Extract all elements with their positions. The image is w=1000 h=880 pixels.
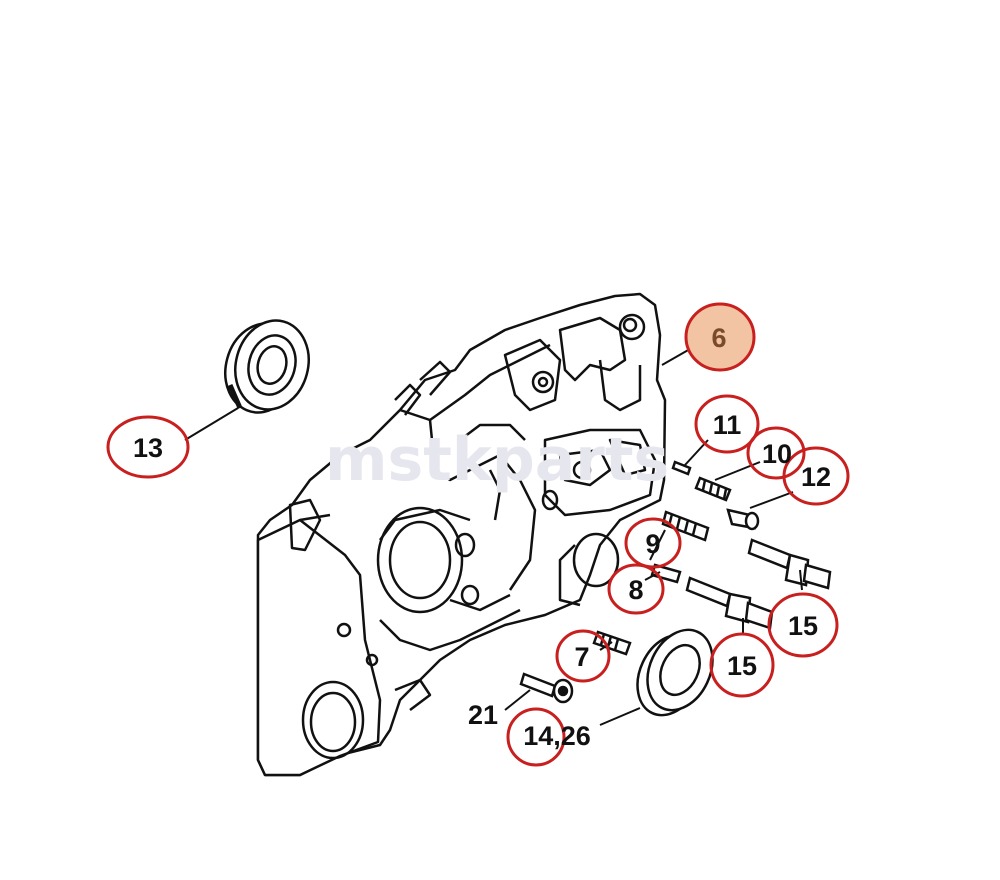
ball-bearing xyxy=(224,319,310,414)
callout-circle-14-26 xyxy=(506,707,566,767)
callout-14-26: 14,26 xyxy=(523,721,591,751)
callout-13: 13 xyxy=(133,433,163,463)
callout-circle-6 xyxy=(684,302,756,372)
callout-labels: 13 6 11 10 12 9 8 15 15 7 21 14,26 xyxy=(133,323,831,751)
callout-21: 21 xyxy=(468,700,498,730)
crankcase-housing xyxy=(256,292,667,777)
callout-circle-7 xyxy=(555,629,611,683)
callout-circle-9 xyxy=(624,517,682,569)
callout-12: 12 xyxy=(801,462,831,492)
callout-circle-11 xyxy=(694,394,760,454)
callout-circles xyxy=(106,302,850,767)
shaft-seal xyxy=(636,628,714,717)
callout-circle-15a xyxy=(767,592,839,658)
callout-8: 8 xyxy=(628,575,643,605)
callout-15b: 15 xyxy=(727,651,757,681)
callout-15a: 15 xyxy=(788,611,818,641)
watermark-text: mstkparts xyxy=(325,425,669,495)
small-parts xyxy=(592,460,832,656)
callout-10: 10 xyxy=(762,439,792,469)
screw-part xyxy=(519,672,574,704)
callout-6: 6 xyxy=(711,323,726,353)
callout-circle-10 xyxy=(746,426,806,480)
callout-circle-8 xyxy=(607,563,665,615)
callout-circle-15b xyxy=(709,632,775,698)
callout-9: 9 xyxy=(645,529,660,559)
callout-circle-13 xyxy=(106,415,190,479)
callout-11: 11 xyxy=(713,410,742,440)
callout-7: 7 xyxy=(574,642,589,672)
callout-circle-12 xyxy=(782,446,850,506)
